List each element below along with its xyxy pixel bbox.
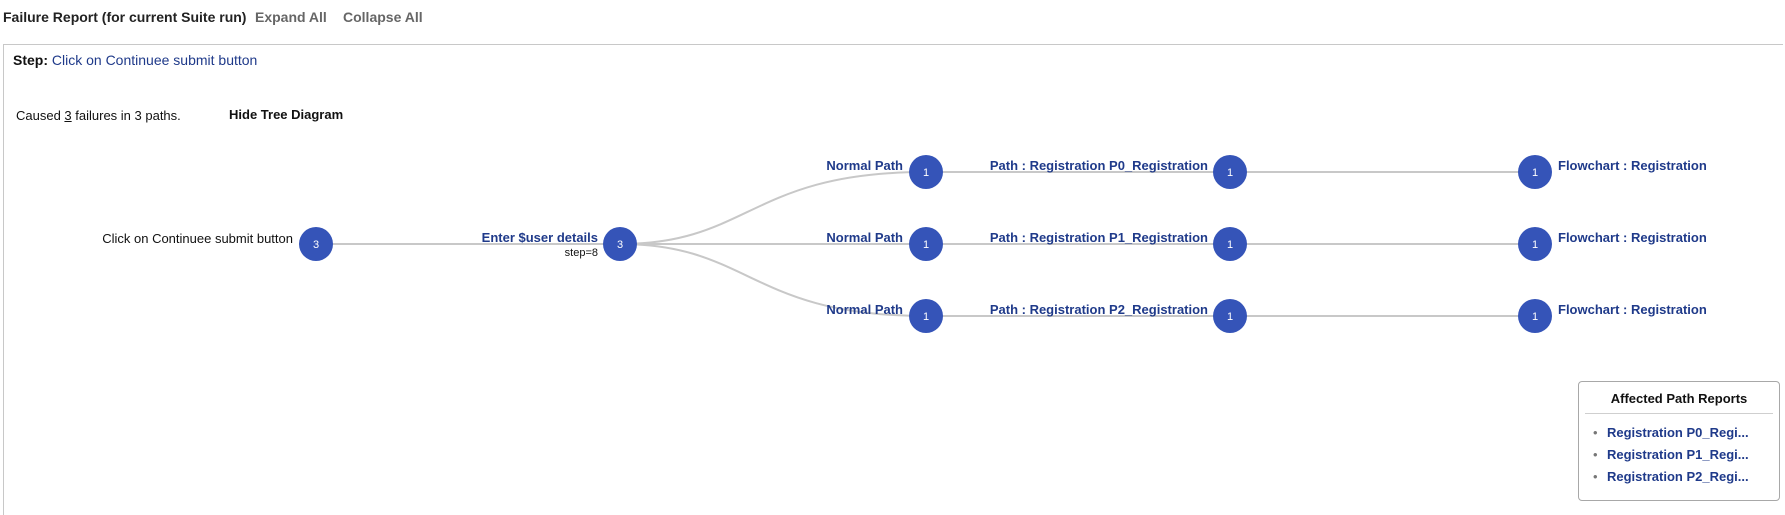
failure-panel: [3, 44, 1783, 515]
level1-step: step=8: [565, 247, 598, 259]
tree-node-root[interactable]: Click on Continuee submit button 3: [102, 227, 333, 261]
summary-suffix: failures in 3 paths.: [71, 108, 181, 123]
path-label-2[interactable]: Path : Registration P2_Registration: [990, 302, 1208, 317]
bullet-icon: •: [1593, 469, 1598, 484]
affected-title: Affected Path Reports: [1585, 382, 1773, 414]
tree-node-flow-1[interactable]: 1 Flowchart : Registration: [1518, 227, 1707, 261]
type-count-circle-2[interactable]: [909, 299, 943, 333]
bullet-icon: •: [1593, 425, 1598, 440]
affected-path-reports-panel: Affected Path Reports • Registration P0_R…: [1578, 381, 1780, 501]
root-count-circle[interactable]: [299, 227, 333, 261]
type-count-circle-1[interactable]: [909, 227, 943, 261]
path-label-0[interactable]: Path : Registration P0_Registration: [990, 158, 1208, 173]
expand-all-link[interactable]: Expand All: [255, 9, 327, 25]
collapse-all-link[interactable]: Collapse All: [343, 9, 423, 25]
level1-count-circle[interactable]: [603, 227, 637, 261]
path-count-0: 1: [1227, 167, 1233, 179]
flow-count-circle-1[interactable]: [1518, 227, 1552, 261]
tree-node-path-0[interactable]: Path : Registration P0_Registration 1: [990, 155, 1247, 189]
affected-item[interactable]: • Registration P1_Regi...: [1593, 444, 1771, 466]
path-label-1[interactable]: Path : Registration P1_Registration: [990, 230, 1208, 245]
tree-node-type-2[interactable]: Normal Path 1: [826, 299, 943, 333]
summary-prefix: Caused: [16, 108, 65, 123]
report-title: Failure Report (for current Suite run): [3, 9, 247, 25]
affected-item[interactable]: • Registration P0_Regi...: [1593, 422, 1771, 444]
flow-count-circle-0[interactable]: [1518, 155, 1552, 189]
tree-node-flow-2[interactable]: 1 Flowchart : Registration: [1518, 299, 1707, 333]
tree-node-path-2[interactable]: Path : Registration P2_Registration 1: [990, 299, 1247, 333]
hide-tree-diagram-link[interactable]: Hide Tree Diagram: [229, 107, 344, 122]
flow-count-circle-2[interactable]: [1518, 299, 1552, 333]
type-count-0: 1: [923, 167, 929, 179]
type-count-1: 1: [923, 239, 929, 251]
flow-label-1[interactable]: Flowchart : Registration: [1558, 230, 1707, 245]
path-count-circle-1[interactable]: [1213, 227, 1247, 261]
tree-node-type-0[interactable]: Normal Path 1: [826, 155, 943, 189]
path-count-1: 1: [1227, 239, 1233, 251]
type-label-0[interactable]: Normal Path: [826, 158, 903, 173]
step-label: Step:: [13, 52, 48, 68]
path-count-circle-2[interactable]: [1213, 299, 1247, 333]
type-label-2[interactable]: Normal Path: [826, 302, 903, 317]
root-label: Click on Continuee submit button: [102, 231, 293, 246]
affected-item[interactable]: • Registration P2_Regi...: [1593, 466, 1771, 488]
step-value: Click on Continuee submit button: [51, 52, 258, 68]
affected-item-label[interactable]: Registration P0_Regi...: [1607, 425, 1749, 440]
tree-diagram: Click on Continuee submit button 3 Enter…: [102, 155, 1707, 333]
affected-list: • Registration P0_Regi... • Registration P…: [1579, 422, 1779, 488]
type-count-2: 1: [923, 311, 929, 323]
edge-level1-path0: [619, 171, 927, 245]
report-header: Failure Report (for current Suite run) E…: [0, 0, 1785, 34]
level1-label[interactable]: Enter $user details: [482, 230, 598, 245]
tree-node-level1[interactable]: Enter $user details step=8 3: [482, 227, 637, 261]
step-heading: Step: Click on Continuee submit button: [13, 52, 257, 68]
path-count-2: 1: [1227, 311, 1233, 323]
failure-count: 3: [64, 108, 72, 123]
flow-label-0[interactable]: Flowchart : Registration: [1558, 158, 1707, 173]
flow-count-0: 1: [1532, 167, 1538, 179]
bullet-icon: •: [1593, 447, 1598, 462]
type-label-1[interactable]: Normal Path: [826, 230, 903, 245]
edge-level1-path2: [619, 243, 927, 317]
tree-node-flow-0[interactable]: 1 Flowchart : Registration: [1518, 155, 1707, 189]
path-count-circle-0[interactable]: [1213, 155, 1247, 189]
tree-node-type-1[interactable]: Normal Path 1: [826, 227, 943, 261]
affected-item-label[interactable]: Registration P1_Regi...: [1607, 447, 1749, 462]
flow-count-2: 1: [1532, 311, 1538, 323]
flow-count-1: 1: [1532, 239, 1538, 251]
type-count-circle-0[interactable]: [909, 155, 943, 189]
tree-edges: [316, 171, 1535, 317]
root-count: 3: [313, 239, 319, 251]
affected-item-label[interactable]: Registration P2_Regi...: [1607, 469, 1749, 484]
flow-label-2[interactable]: Flowchart : Registration: [1558, 302, 1707, 317]
level1-count: 3: [617, 239, 623, 251]
tree-node-path-1[interactable]: Path : Registration P1_Registration 1: [990, 227, 1247, 261]
failure-summary: Caused 3 failures in 3 paths.: [16, 108, 181, 123]
